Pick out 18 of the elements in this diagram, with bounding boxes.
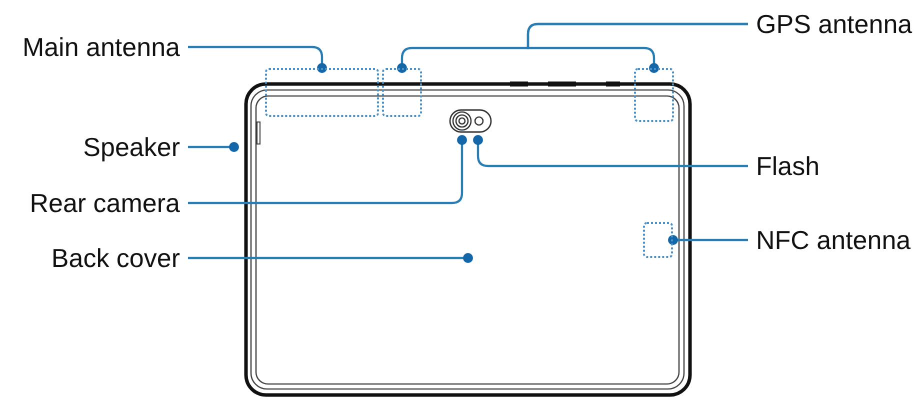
callout-label: NFC antenna [756, 225, 911, 255]
dotted-outline [265, 68, 379, 117]
leader-line [188, 253, 473, 263]
callout-label: Rear camera [30, 188, 180, 218]
callout-label: Main antenna [22, 32, 180, 62]
callout-label: GPS antenna [756, 9, 912, 39]
dotted-outline [643, 222, 673, 258]
dotted-outline [382, 68, 422, 117]
callout-label: Speaker [83, 132, 180, 162]
leader-line [668, 235, 748, 245]
leader-line [188, 135, 467, 204]
leader-line [526, 22, 748, 73]
dotted-outline [634, 68, 674, 122]
leader-line [188, 46, 327, 73]
callout-label: Flash [756, 151, 820, 181]
callout-label: Back cover [51, 243, 180, 273]
leader-line [473, 135, 748, 168]
leader-line [188, 142, 239, 152]
